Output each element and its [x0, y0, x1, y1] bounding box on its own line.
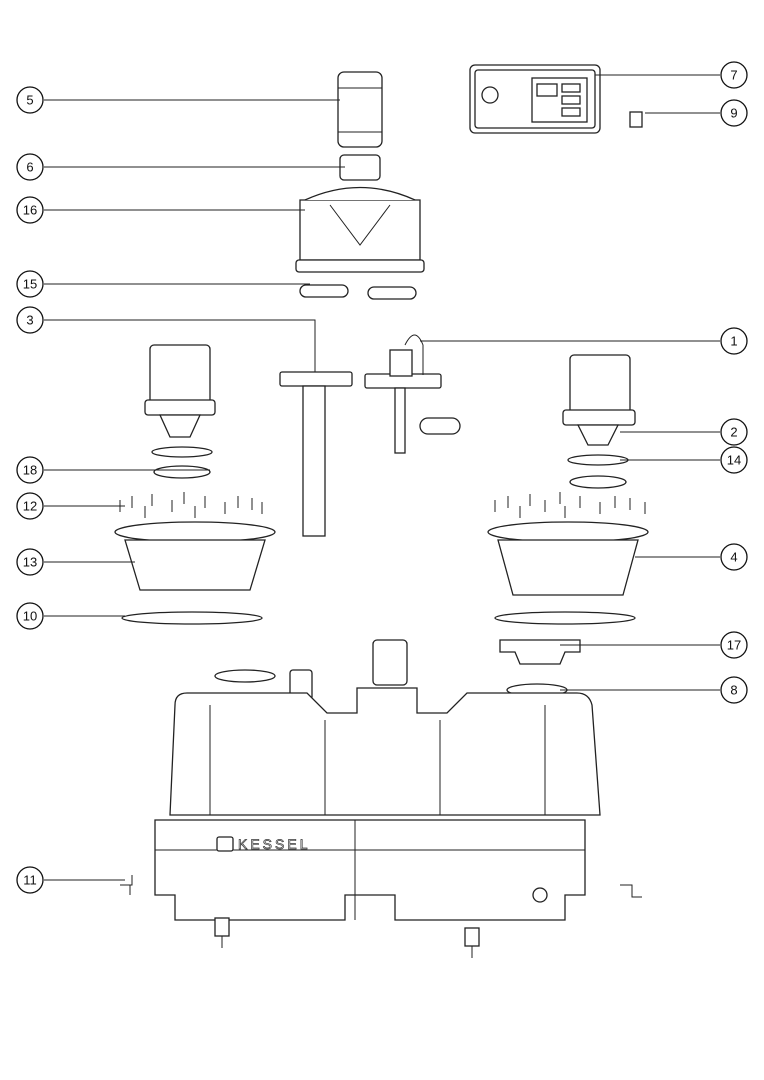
callout-14: 14 [720, 446, 748, 474]
dip-pipe [279, 371, 353, 537]
callout-16: 16 [16, 196, 44, 224]
part-17 [499, 639, 581, 665]
callout-3: 3 [16, 306, 44, 334]
svg-text:5: 5 [26, 93, 33, 108]
callout-15: 15 [16, 270, 44, 298]
callout-11: 11 [16, 866, 44, 894]
control-box [469, 64, 601, 134]
callout-9: 9 [720, 99, 748, 127]
right-pump-housing [487, 521, 649, 625]
left-pump-motor [144, 344, 216, 479]
svg-text:15: 15 [23, 277, 37, 292]
callout-5: 5 [16, 86, 44, 114]
callout-2: 2 [720, 418, 748, 446]
callout-6: 6 [16, 153, 44, 181]
screws [119, 492, 646, 518]
svg-text:10: 10 [23, 609, 37, 624]
svg-text:3: 3 [26, 313, 33, 328]
valve-assembly [295, 154, 425, 300]
sensor-plate [364, 334, 461, 454]
svg-text:12: 12 [23, 499, 37, 514]
svg-text:16: 16 [23, 203, 37, 218]
svg-text:4: 4 [730, 550, 737, 565]
callout-4: 4 [720, 543, 748, 571]
svg-text:17: 17 [727, 638, 741, 653]
callout-13: 13 [16, 548, 44, 576]
svg-text:8: 8 [730, 683, 737, 698]
svg-text:1: 1 [730, 334, 737, 349]
svg-text:KESSEL: KESSEL [238, 836, 310, 852]
callout-18: 18 [16, 456, 44, 484]
callout-17: 17 [720, 631, 748, 659]
svg-text:13: 13 [23, 555, 37, 570]
leader-lines [44, 74, 720, 881]
svg-text:18: 18 [23, 463, 37, 478]
part-9 [629, 111, 643, 128]
svg-text:14: 14 [727, 453, 741, 468]
svg-text:9: 9 [730, 106, 737, 121]
callout-7: 7 [720, 61, 748, 89]
pipe-sleeve [337, 71, 383, 148]
svg-text:11: 11 [23, 873, 37, 888]
callout-10: 10 [16, 602, 44, 630]
callout-8: 8 [720, 676, 748, 704]
svg-text:2: 2 [730, 425, 737, 440]
brackets [120, 875, 642, 958]
left-pump-housing [114, 521, 276, 625]
svg-text:7: 7 [730, 68, 737, 83]
right-pump-motor [562, 354, 636, 489]
svg-text:6: 6 [26, 160, 33, 175]
callout-1: 1 [720, 327, 748, 355]
collection-tank: KESSEL [154, 639, 601, 921]
callout-12: 12 [16, 492, 44, 520]
